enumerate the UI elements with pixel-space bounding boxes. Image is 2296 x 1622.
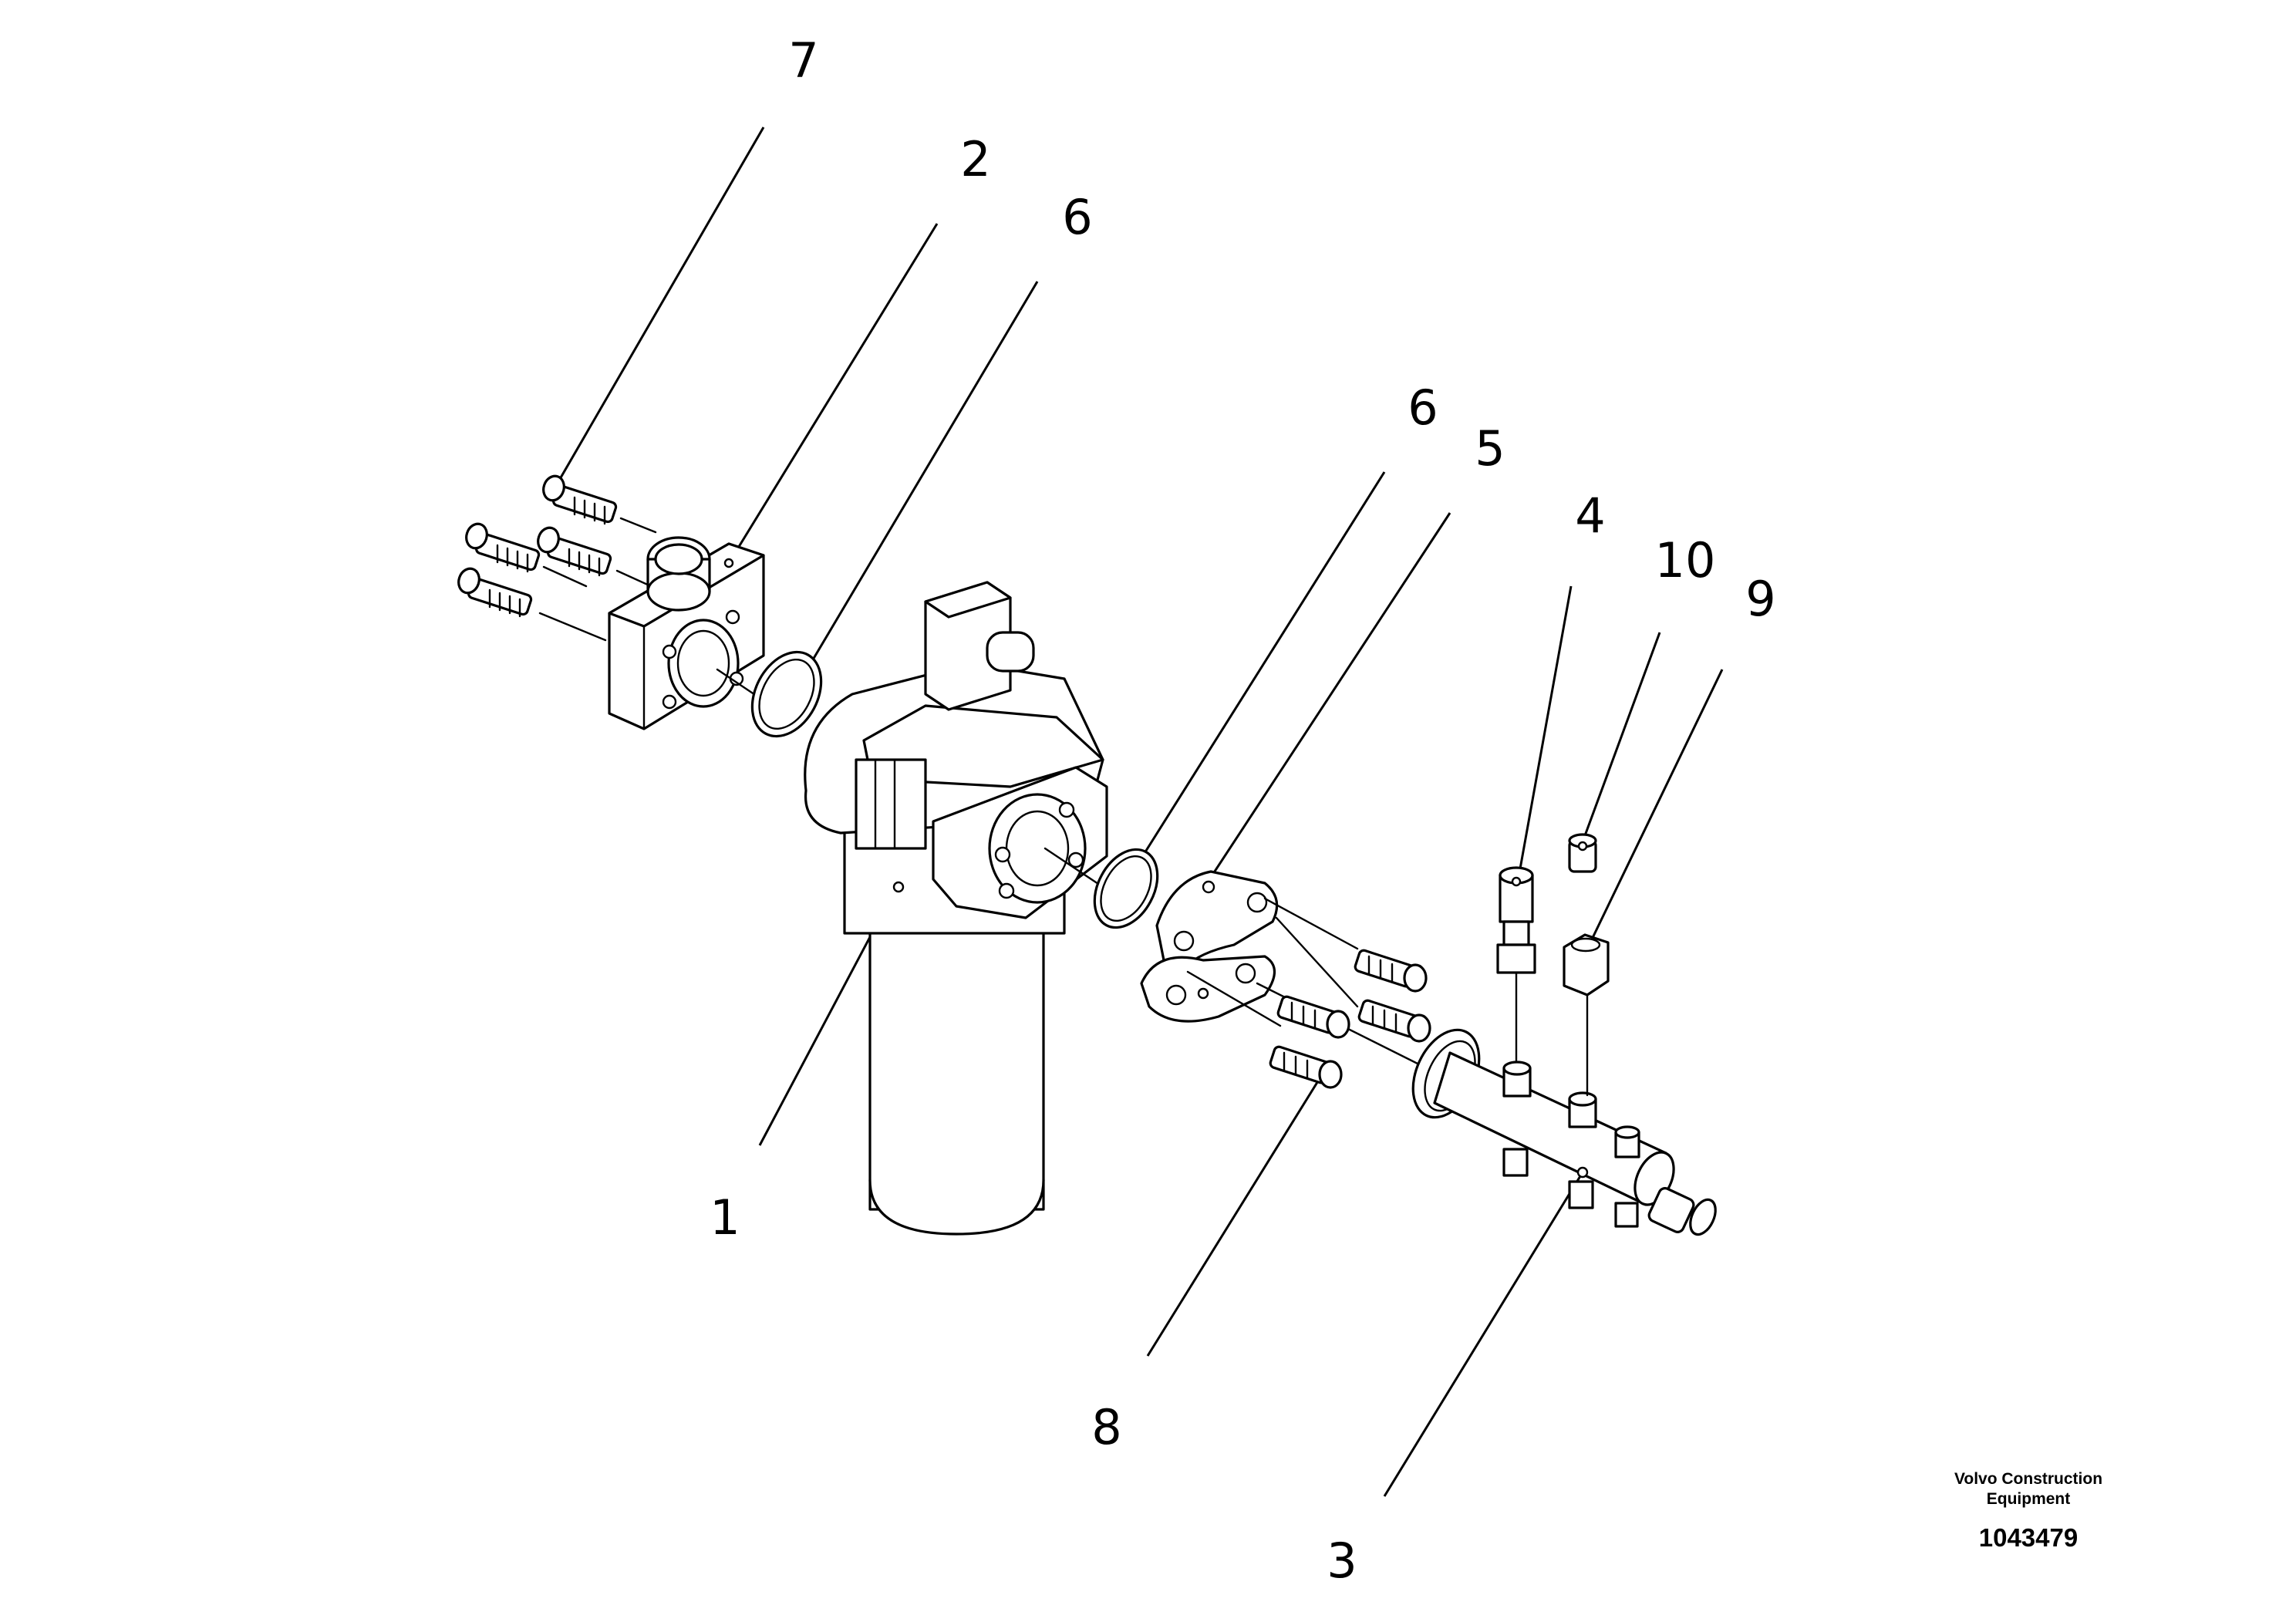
split-flange [1140, 870, 1421, 1066]
o-ring-right [1093, 848, 1159, 929]
flange-block [608, 536, 765, 730]
leader-6b [1135, 471, 1386, 866]
leader-5 [1205, 512, 1451, 884]
hex-nut [1563, 933, 1610, 1097]
o-ring-left [750, 650, 823, 738]
leader-9 [1590, 669, 1724, 942]
leader-7 [550, 126, 765, 494]
callout-9: 9 [1745, 571, 1775, 627]
bolt-icon [537, 526, 612, 577]
leader-4 [1516, 585, 1573, 882]
plug-fitting [1568, 833, 1597, 873]
callout-6b: 6 [1408, 379, 1438, 436]
bolt-icon [1357, 999, 1431, 1043]
leader-2 [727, 223, 939, 564]
company-name-line1: Volvo Construction [1954, 1470, 2103, 1488]
port-fitting [1614, 1125, 1640, 1158]
callout-3: 3 [1327, 1533, 1357, 1589]
bolt-icon [1354, 949, 1428, 993]
callout-5: 5 [1475, 420, 1505, 477]
filter-housing [804, 581, 1108, 1236]
bolts-left [457, 474, 661, 642]
callout-1: 1 [710, 1189, 740, 1246]
callout-10: 10 [1655, 532, 1716, 588]
callout-4: 4 [1575, 487, 1605, 544]
leader-8 [1146, 1079, 1320, 1357]
callout-6a: 6 [1062, 189, 1092, 245]
company-name-line2: Equipment [1986, 1490, 2071, 1508]
callout-numbers: 7 2 6 6 5 4 10 9 1 8 3 [710, 32, 1775, 1589]
leader-6a [808, 281, 1039, 666]
callout-8: 8 [1091, 1399, 1121, 1455]
leader-3 [1383, 1172, 1584, 1497]
bolt-icon [1276, 995, 1350, 1039]
manufacturer-block: Volvo Construction Equipment 1043479 [1928, 1469, 2129, 1553]
port-fitting [1502, 1061, 1532, 1098]
callout-2: 2 [960, 131, 990, 187]
port-fitting [1568, 1091, 1597, 1128]
bolt-icon [1269, 1045, 1343, 1089]
manifold-tube [1411, 1028, 1717, 1236]
union-fitting [1496, 866, 1536, 1062]
bolts-right [1269, 949, 1431, 1089]
callout-7: 7 [788, 32, 818, 89]
bolt-icon [465, 522, 541, 573]
leader-lines [550, 126, 1724, 1497]
bolt-icon [542, 474, 618, 525]
leader-10 [1580, 632, 1661, 847]
bolt-icon [457, 567, 533, 618]
document-number: 1043479 [1978, 1523, 2079, 1552]
